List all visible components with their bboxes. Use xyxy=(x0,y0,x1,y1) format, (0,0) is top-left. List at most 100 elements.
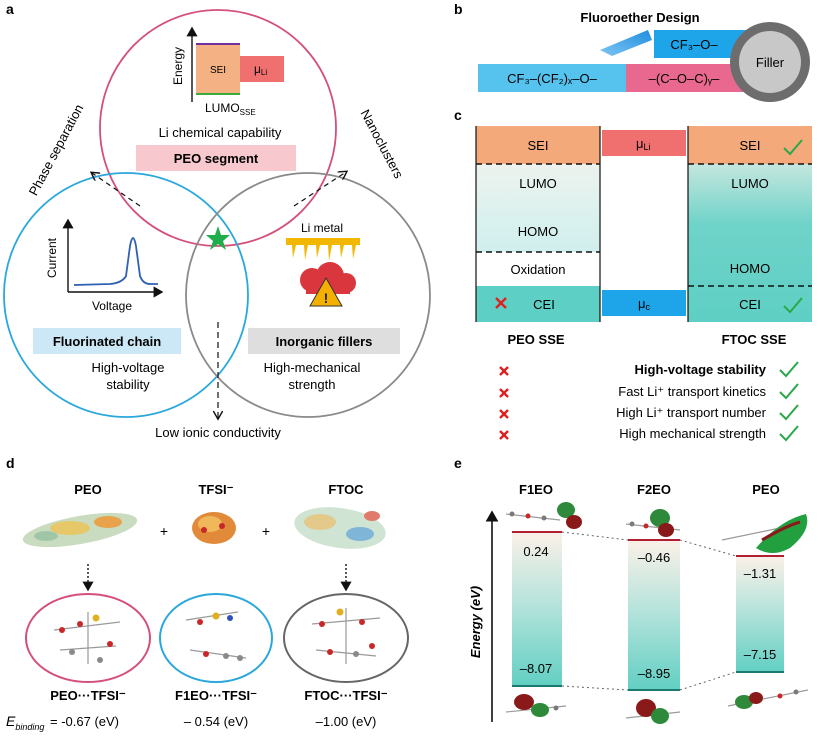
nanoclusters-arrow xyxy=(293,172,346,207)
panel-a-label: a xyxy=(6,1,14,17)
peo-tfsi-molecule-image xyxy=(53,612,121,664)
f1eo-tfsi-molecule-image xyxy=(185,611,247,661)
mu-li-band xyxy=(602,130,686,156)
f1eo-tfsi-ellipse xyxy=(159,593,273,683)
low-ionic-label: Low ionic conductivity xyxy=(155,425,281,440)
ftoc-tfsi-ellipse xyxy=(283,593,409,683)
f2eo-lumo-value: –0.46 xyxy=(638,550,671,565)
peo-homo-orbital-image xyxy=(727,689,809,709)
peo-sse-label: PEO SSE xyxy=(507,332,564,347)
property-mechanical: High mechanical strength xyxy=(619,426,766,441)
f1eo-lumo-value: 0.24 xyxy=(523,544,548,559)
mu-li-symbol: μLi xyxy=(254,62,267,77)
lumo-sse-label: LUMOSSE xyxy=(205,101,256,117)
fluorinated-circle xyxy=(3,172,249,418)
tfsi-molecule-title: TFSI⁻ xyxy=(198,482,233,497)
f2eo-homo-orbital-image xyxy=(625,699,681,724)
ftoc-surface-image xyxy=(294,507,386,549)
col-f1eo-title: F1EO xyxy=(519,482,553,497)
cv-curve xyxy=(73,237,158,286)
warning-cloud-icon: ! xyxy=(300,262,356,307)
f1eo-tfsi-label: F1EO···TFSI⁻ xyxy=(175,688,257,703)
fluorinated-chain-box xyxy=(33,328,181,354)
energy-axis-label: Energy (eV) xyxy=(468,586,483,658)
peo-gap-bar xyxy=(736,556,784,672)
peo-binding-value: = -0.67 (eV) xyxy=(50,714,119,729)
cf3o-box xyxy=(654,30,746,58)
panel-d: d PEO TFSI⁻ FTOC + + xyxy=(6,455,409,732)
property-transport-number: High Li⁺ transport number xyxy=(616,405,767,420)
mu-c-band xyxy=(602,290,686,316)
peo-cei-cross-icon xyxy=(495,297,507,309)
energy-label: Energy xyxy=(171,47,185,85)
fillers-circle xyxy=(185,172,431,418)
panel-d-label: d xyxy=(6,455,15,471)
peo-sei-label: SEI xyxy=(528,138,549,153)
f1eo-lumo-orbital-image xyxy=(505,502,582,529)
hv-stability-line1: High-voltage xyxy=(92,360,165,375)
panel-c: c SEI LUMO HOMO Oxidation CEI μLi μc SEI… xyxy=(454,107,812,442)
f2eo-gap-bar xyxy=(628,540,680,690)
current-label: Current xyxy=(45,237,59,278)
inorganic-fillers-label: Inorganic fillers xyxy=(276,334,373,349)
filler-label: Filler xyxy=(756,55,785,70)
peo-homo-value: –7.15 xyxy=(744,647,777,662)
peo-segment-label: PEO segment xyxy=(174,151,259,166)
mu-li-label: μLi xyxy=(636,136,651,152)
peo-oxidation-label: Oxidation xyxy=(511,262,566,277)
peo-homo-label: HOMO xyxy=(518,224,558,239)
star-icon xyxy=(206,226,230,250)
hm-strength-line2: strength xyxy=(289,377,336,392)
peo-lumo-label: LUMO xyxy=(519,176,557,191)
sei-box xyxy=(196,44,240,94)
li-metal-bar xyxy=(286,238,360,245)
ftoc-molecule-title: FTOC xyxy=(328,482,364,497)
ftoc-tfsi-label: FTOC···TFSI⁻ xyxy=(304,688,387,703)
ftoc-sei-check-icon xyxy=(783,139,803,156)
ftoc-binding-value: –1.00 (eV) xyxy=(316,714,377,729)
peo-surface-image xyxy=(22,512,138,548)
ftoc-lumo-label: LUMO xyxy=(731,176,769,191)
plus-2: + xyxy=(262,523,270,539)
li-dendrite-icon xyxy=(292,245,356,261)
tfsi-surface-image xyxy=(192,512,236,544)
peo-oxidation-band xyxy=(476,252,600,286)
panel-e-label: e xyxy=(454,455,462,471)
e-binding-label: Ebinding xyxy=(6,713,44,732)
peo-cei-label: CEI xyxy=(533,297,555,312)
voltage-label: Voltage xyxy=(92,299,132,313)
property-hv: High-voltage stability xyxy=(635,362,767,377)
ftoc-cei-check-icon xyxy=(783,297,803,314)
svg-text:!: ! xyxy=(324,290,329,306)
f1eo-homo-value: –8.07 xyxy=(520,661,553,676)
property-kinetics: Fast Li⁺ transport kinetics xyxy=(618,384,766,399)
plus-1: + xyxy=(160,523,168,539)
peo-lumo-orbital-image xyxy=(721,514,808,553)
panel-c-label: c xyxy=(454,107,462,123)
ftoc-homo-label: HOMO xyxy=(730,261,770,276)
ftoc-cei-label: CEI xyxy=(739,297,761,312)
li-metal-label: Li metal xyxy=(301,221,343,235)
mu-c-label: μc xyxy=(638,296,651,312)
f2eo-lumo-orbital-image xyxy=(625,509,681,537)
peo-tfsi-ellipse xyxy=(25,593,151,683)
ftoc-sei-band xyxy=(688,126,812,164)
phase-separation-arrow xyxy=(92,173,141,207)
fluoroether-title: Fluoroether Design xyxy=(580,10,699,25)
coc-box xyxy=(626,64,750,92)
peo-tfsi-label: PEO···TFSI⁻ xyxy=(50,688,126,703)
coc-label: –(C–O–C)ᵧ– xyxy=(649,71,720,86)
sei-label: SEI xyxy=(210,65,226,76)
hv-stability-line2: stability xyxy=(106,377,150,392)
fluorinated-chain-label: Fluorinated chain xyxy=(53,334,161,349)
cf3o-label: CF₃–O– xyxy=(670,37,718,52)
f1eo-homo-orbital-image xyxy=(505,694,567,717)
f2eo-homo-value: –8.95 xyxy=(638,666,671,681)
nanoclusters-label: Nanoclusters xyxy=(358,107,407,181)
fluoro-chain-box xyxy=(478,64,626,92)
peo-cei-band xyxy=(476,286,600,322)
col-f2eo-title: F2EO xyxy=(637,482,671,497)
panel-a: a Energy SEI μLi LUMOSSE Li chemical cap… xyxy=(3,1,431,440)
f1eo-binding-value: – 0.54 (eV) xyxy=(184,714,248,729)
